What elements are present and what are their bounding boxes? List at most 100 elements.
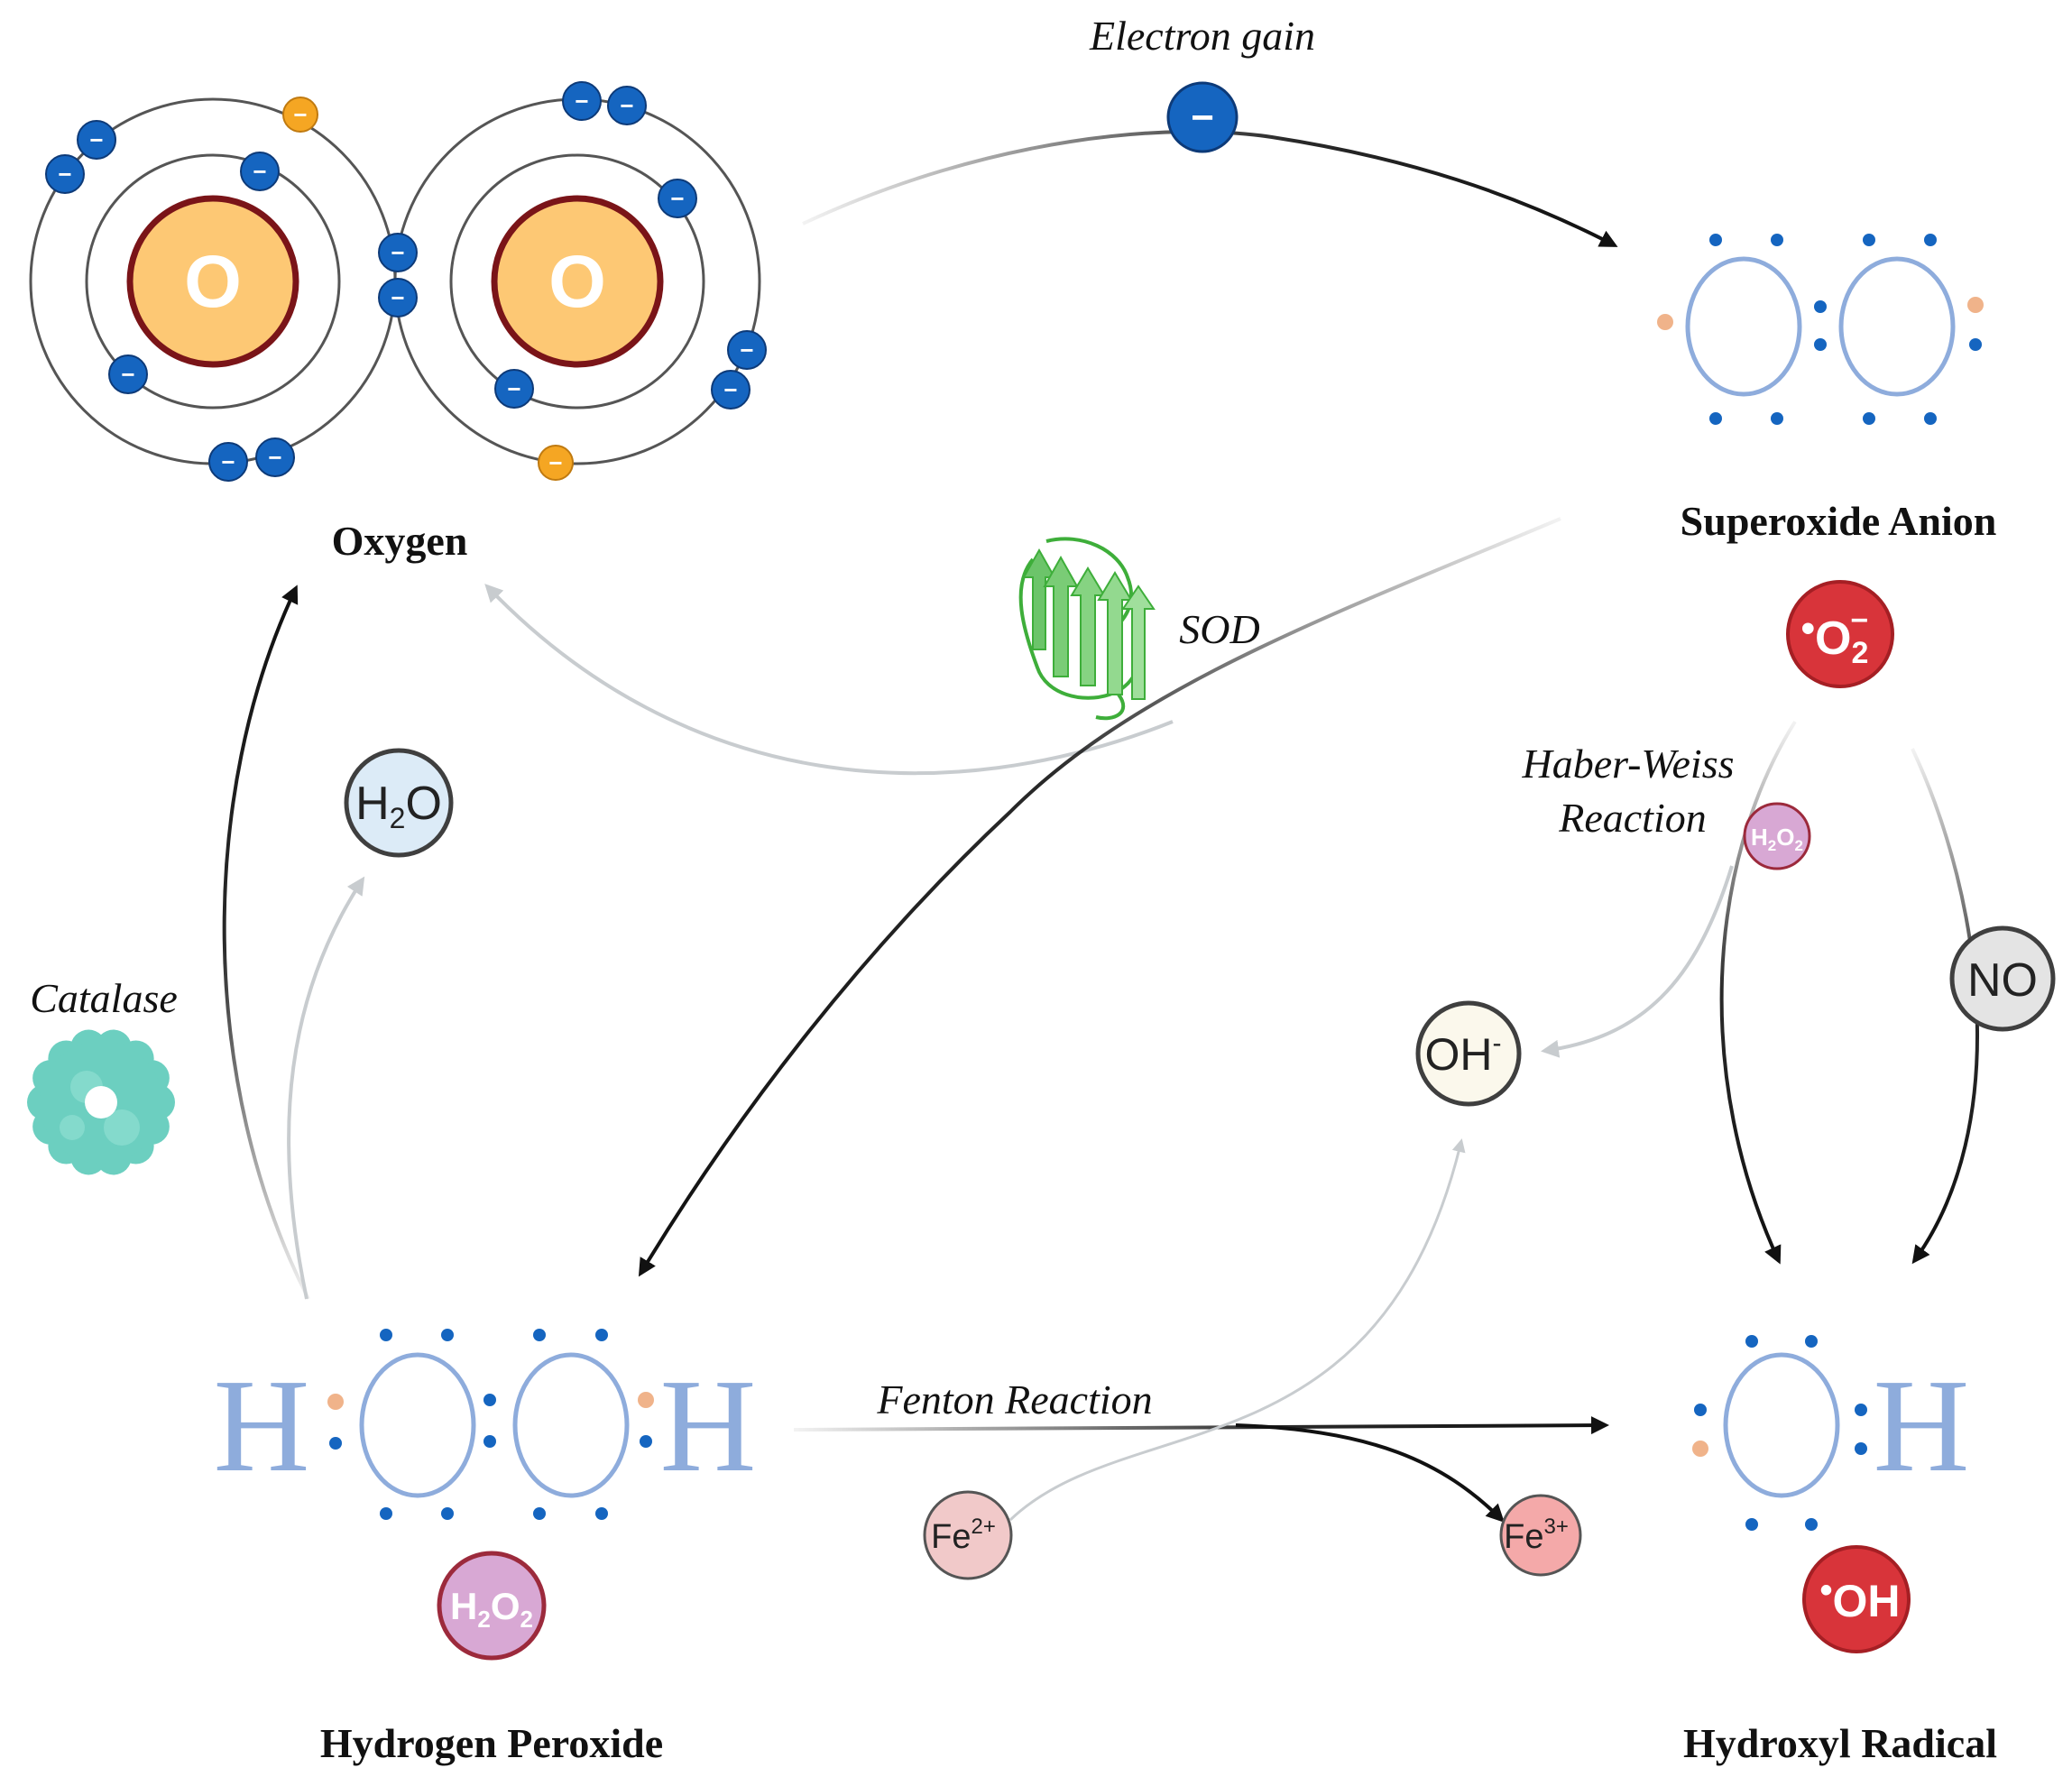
- lone-pair-dot: [1771, 234, 1783, 246]
- electron-gain-sign: −: [1191, 96, 1214, 140]
- lone-pair-dot: [533, 1329, 546, 1341]
- lone-pair-dot: [327, 1394, 344, 1410]
- lone-pair-dot: [483, 1435, 496, 1448]
- svg-text:−: −: [548, 449, 562, 476]
- lone-pair-dot: [1694, 1404, 1707, 1416]
- badge-hydroxyl: •OH: [1802, 1545, 1911, 1653]
- lone-pair-dot: [1709, 234, 1722, 246]
- electron: −: [711, 370, 751, 410]
- sod-protein-icon: [1018, 537, 1156, 721]
- lone-pair-dot: [1657, 314, 1673, 330]
- arrow-oxygen-to-superoxide: [802, 130, 1618, 247]
- lone-pair-dot: [1814, 338, 1827, 351]
- svg-text:−: −: [740, 336, 753, 364]
- lone-pair-dot: [441, 1329, 454, 1341]
- lone-pair-dot: [1745, 1518, 1758, 1531]
- arrow-haber-weiss-to-hydroxide: [1541, 865, 1734, 1058]
- electron: −: [208, 442, 248, 482]
- lone-pair-dot: [1805, 1518, 1818, 1531]
- superoxide-sup: −: [1850, 603, 1868, 638]
- hydroxyl-radical-lewis-structure: H: [1692, 1335, 1969, 1531]
- oxygen-nucleus-left: [126, 195, 299, 368]
- svg-text:−: −: [391, 284, 404, 311]
- superoxide-dot: •: [1801, 606, 1815, 650]
- arrow-fe2-to-fe3: [1235, 1423, 1505, 1523]
- electron: −: [727, 330, 767, 370]
- superoxide-o-right: [1838, 256, 1956, 397]
- oxygen-nucleus-right: [491, 195, 664, 368]
- svg-text:−: −: [121, 361, 134, 388]
- svg-text:H2O2: H2O2: [1751, 824, 1803, 854]
- svg-text:−: −: [58, 161, 71, 188]
- lone-pair-dot: [1771, 412, 1783, 425]
- superoxide-o: O: [1815, 612, 1851, 665]
- svg-text:•O2−: •O2−: [1801, 603, 1869, 670]
- lone-pair-dot: [1692, 1441, 1708, 1457]
- svg-text:−: −: [723, 376, 737, 403]
- arrow-h2o2-to-oxygen: [222, 585, 310, 1300]
- lone-pair-dot: [595, 1329, 608, 1341]
- arrow-sod-to-oxygen: [484, 584, 1174, 776]
- label-haber-weiss-line1: Haber-Weiss: [1521, 741, 1734, 787]
- electron: −: [108, 354, 148, 394]
- badge-h2o2-small: H2O2: [1743, 802, 1811, 870]
- label-fenton-reaction: Fenton Reaction: [876, 1376, 1152, 1422]
- label-superoxide-anion: Superoxide Anion: [1681, 498, 1997, 544]
- oxygen-molecule: O O −−−−−−−−−−−−−−−−: [29, 81, 767, 482]
- electron: −: [607, 86, 647, 125]
- svg-text:−: −: [507, 375, 520, 402]
- electron: −: [45, 154, 85, 194]
- electron: −: [378, 278, 418, 318]
- lone-pair-dot: [1709, 412, 1722, 425]
- lone-pair-dot: [1863, 234, 1875, 246]
- badge-hydroxide: OH-: [1415, 1000, 1522, 1107]
- arrow-h2o2-to-water: [287, 876, 365, 1300]
- lone-pair-dot: [1855, 1442, 1867, 1455]
- svg-text:−: −: [268, 444, 281, 471]
- electron: −: [77, 120, 116, 160]
- label-catalase: Catalase: [30, 975, 178, 1021]
- superoxide-sub: 2: [1851, 636, 1868, 670]
- lone-pair-dot: [640, 1435, 652, 1448]
- svg-text:−: −: [293, 101, 307, 128]
- lone-pair-dot: [1924, 234, 1937, 246]
- hr-hydrogen: H: [1874, 1352, 1970, 1500]
- svg-text:−: −: [221, 448, 235, 475]
- electron-unpaired: −: [282, 97, 318, 133]
- orbit-left-inner: [85, 153, 341, 410]
- no-label: NO: [1967, 954, 2038, 1007]
- svg-text:OH-: OH-: [1425, 1028, 1502, 1080]
- electron: −: [494, 369, 534, 409]
- label-hydrogen-peroxide: Hydrogen Peroxide: [320, 1720, 663, 1766]
- badge-no: NO: [1949, 925, 2056, 1032]
- lone-pair-dot: [483, 1394, 496, 1406]
- superoxide-lewis-structure: [1657, 234, 1984, 425]
- badge-superoxide: •O2−: [1786, 580, 1894, 688]
- lone-pair-dot: [1924, 412, 1937, 425]
- svg-text:−: −: [89, 126, 103, 153]
- hp-o-left: [359, 1352, 476, 1498]
- lone-pair-dot: [1745, 1335, 1758, 1348]
- lone-pair-dot: [1814, 300, 1827, 313]
- arrow-haber-weiss-to-hydroxyl: [1719, 720, 1797, 1265]
- superoxide-o-left: [1685, 256, 1802, 397]
- hr-o: [1723, 1352, 1840, 1498]
- label-haber-weiss-line2: Reaction: [1558, 795, 1707, 841]
- svg-text:−: −: [253, 158, 266, 185]
- svg-text:H2O2: H2O2: [450, 1585, 533, 1633]
- hydrogen-peroxide-lewis-structure: H H: [214, 1329, 756, 1520]
- lone-pair-dot: [595, 1507, 608, 1520]
- label-oxygen: Oxygen: [332, 518, 468, 564]
- arrow-fe2-to-hydroxide: [1008, 1138, 1466, 1522]
- lone-pair-dot: [1805, 1335, 1818, 1348]
- svg-text:−: −: [391, 239, 404, 266]
- oxygen-nucleus-right-label: O: [548, 241, 606, 323]
- electron: −: [240, 152, 280, 191]
- label-hydroxyl-radical: Hydroxyl Radical: [1683, 1720, 1997, 1766]
- arrow-superoxide-to-h2o2: [638, 517, 1561, 1277]
- badge-h2o2: H2O2: [437, 1551, 547, 1661]
- catalase-enzyme-icon: [27, 1029, 175, 1175]
- badge-fe2: Fe2+: [923, 1490, 1013, 1580]
